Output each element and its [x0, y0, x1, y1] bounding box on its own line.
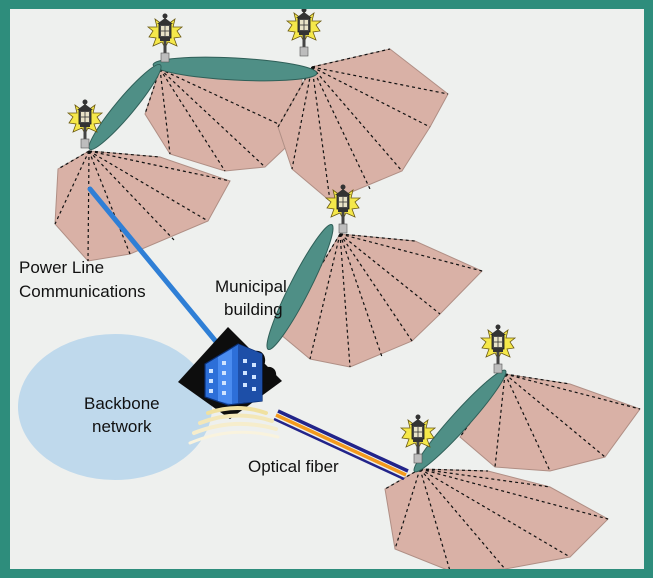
street-lamp-icon — [286, 9, 322, 57]
street-lamp-icon — [147, 13, 183, 63]
coverage-area-top-middle — [144, 63, 303, 172]
power-line-label-line2: Communications — [19, 282, 146, 301]
municipal-building-icon — [178, 327, 282, 419]
backbone-network-label-line1: Backbone — [84, 394, 160, 413]
optical-fiber-label: Optical fiber — [248, 457, 339, 476]
coverage-area-bottom-right — [384, 468, 609, 569]
mesh-network-diagram: Power Line Communications Municipal buil… — [18, 9, 641, 569]
wireless-link-right — [413, 369, 507, 473]
coverage-area-top-left — [54, 150, 231, 262]
wireless-link-top — [152, 56, 318, 82]
wireless-link-middle — [266, 223, 334, 351]
street-lamp-icon — [480, 324, 516, 374]
municipal-building-label-line2: building — [224, 300, 283, 319]
wireless-link-left — [88, 63, 162, 151]
power-line-link — [87, 186, 221, 347]
municipal-building-label-line1: Municipal — [215, 277, 287, 296]
coverage-area-top-right — [277, 48, 449, 202]
wifi-waves-icon — [188, 406, 280, 445]
power-line-label-line1: Power Line — [19, 258, 104, 277]
backbone-network-cloud — [18, 334, 212, 480]
diagram-canvas: Power Line Communications Municipal buil… — [10, 9, 644, 569]
optical-fiber-link — [273, 409, 409, 481]
backbone-network-label-line2: network — [92, 417, 152, 436]
